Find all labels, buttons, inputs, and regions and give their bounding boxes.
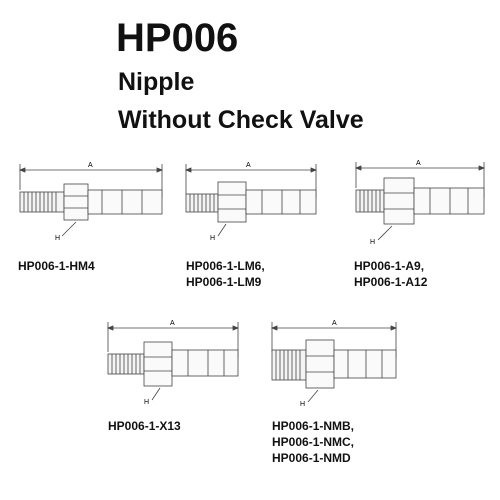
fitting-label: HP006-1-X13 [108,419,181,433]
dimension-h-label: H [55,235,60,242]
fitting-drawing-hm4: A H [18,162,164,242]
dimension-h-label: H [210,235,215,242]
dimension-a-label: A [88,162,93,169]
dimension-a-label: A [332,320,337,327]
fitting-drawing-a: A H [354,160,486,246]
fitting-label: HP006-1-NMC, [272,435,355,450]
page-title: HP006 [116,16,239,60]
dimension-a-label: A [170,320,175,327]
fitting-caption-a: HP006-1-A9, HP006-1-A12 [354,258,427,290]
product-description: Without Check Valve [118,106,364,134]
dimension-a-label: A [246,162,251,169]
product-name: Nipple [118,68,195,96]
fitting-label: HP006-1-A9, [354,259,425,273]
fitting-caption-lm: HP006-1-LM6, HP006-1-LM9 [186,258,265,290]
fitting-drawing-x13: A H [106,320,240,406]
dimension-h-label: H [370,239,375,246]
fitting-label: HP006-1-NMD [272,451,351,466]
fitting-label: HP006-1-LM9 [186,275,262,290]
dimension-h-label: H [300,401,305,408]
fitting-label: HP006-1-A12 [354,275,428,290]
fitting-caption-nm: HP006-1-NMB, HP006-1-NMC, HP006-1-NMD [272,418,354,467]
dimension-h-label: H [144,399,149,406]
fitting-drawing-nm: A H [270,320,398,408]
fitting-label: HP006-1-HM4 [18,259,95,273]
fitting-caption-x13: HP006-1-X13 [108,418,181,434]
dimension-a-label: A [416,160,421,167]
fitting-label: HP006-1-LM6, [186,259,265,273]
fitting-drawing-lm: A H [184,162,318,242]
fitting-caption-hm4: HP006-1-HM4 [18,258,95,274]
fitting-label: HP006-1-NMB, [272,419,355,433]
